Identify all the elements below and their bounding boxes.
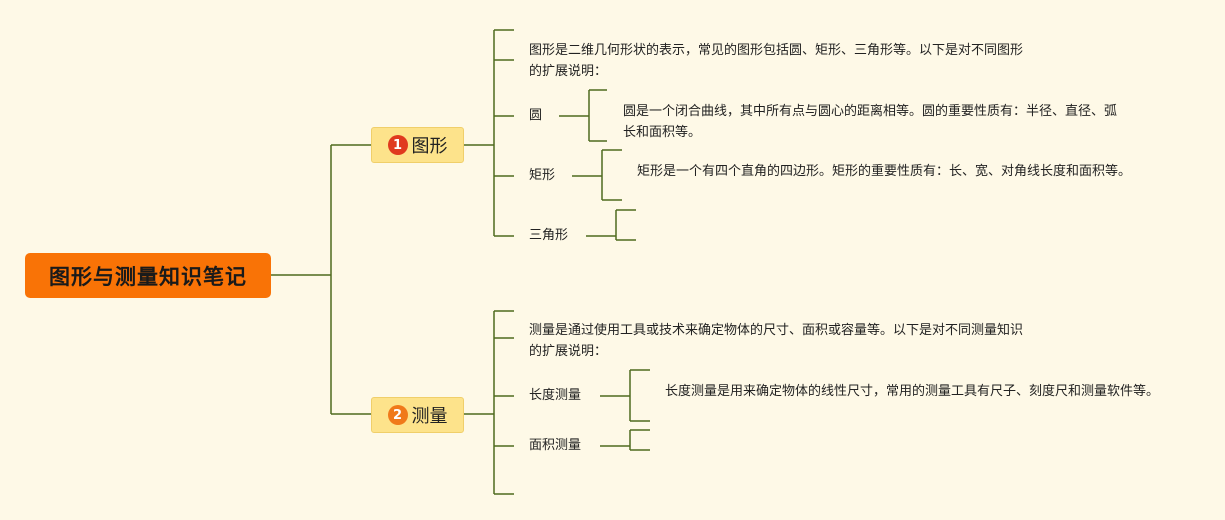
subtopic-length[interactable]: 长度测量 <box>529 388 582 403</box>
length-detail[interactable]: 长度测量是用来确定物体的线性尺寸，常用的测量工具有尺子、刻度尺和测量软件等。 <box>665 384 1160 399</box>
circle-detail[interactable]: 圆是一个闭合曲线，其中所有点与圆心的距离相等。圆的重要性质有：半径、直径、弧长和… <box>623 104 1118 140</box>
topic-label: 图形 <box>411 136 448 157</box>
topic-measurement[interactable]: 2 测量 <box>371 397 464 433</box>
root-node[interactable]: 图形与测量知识笔记 <box>25 253 271 298</box>
number-badge-icon: 1 <box>387 135 408 155</box>
subtopic-rectangle[interactable]: 矩形 <box>529 168 556 183</box>
number-badge-icon: 2 <box>387 405 408 425</box>
subtopic-circle[interactable]: 圆 <box>529 108 543 123</box>
root-title: 图形与测量知识笔记 <box>49 264 247 289</box>
shapes-intro[interactable]: 图形是二维几何形状的表示，常见的图形包括圆、矩形、三角形等。以下是对不同图形的扩… <box>529 43 1024 79</box>
subtopic-triangle[interactable]: 三角形 <box>529 228 569 243</box>
topic-shapes[interactable]: 1 图形 <box>371 127 464 163</box>
rectangle-detail[interactable]: 矩形是一个有四个直角的四边形。矩形的重要性质有：长、宽、对角线长度和面积等。 <box>637 164 1132 179</box>
measurement-intro[interactable]: 测量是通过使用工具或技术来确定物体的尺寸、面积或容量等。以下是对不同测量知识的扩… <box>529 323 1024 359</box>
subtopic-area[interactable]: 面积测量 <box>529 438 582 453</box>
topic-label: 测量 <box>411 406 448 427</box>
